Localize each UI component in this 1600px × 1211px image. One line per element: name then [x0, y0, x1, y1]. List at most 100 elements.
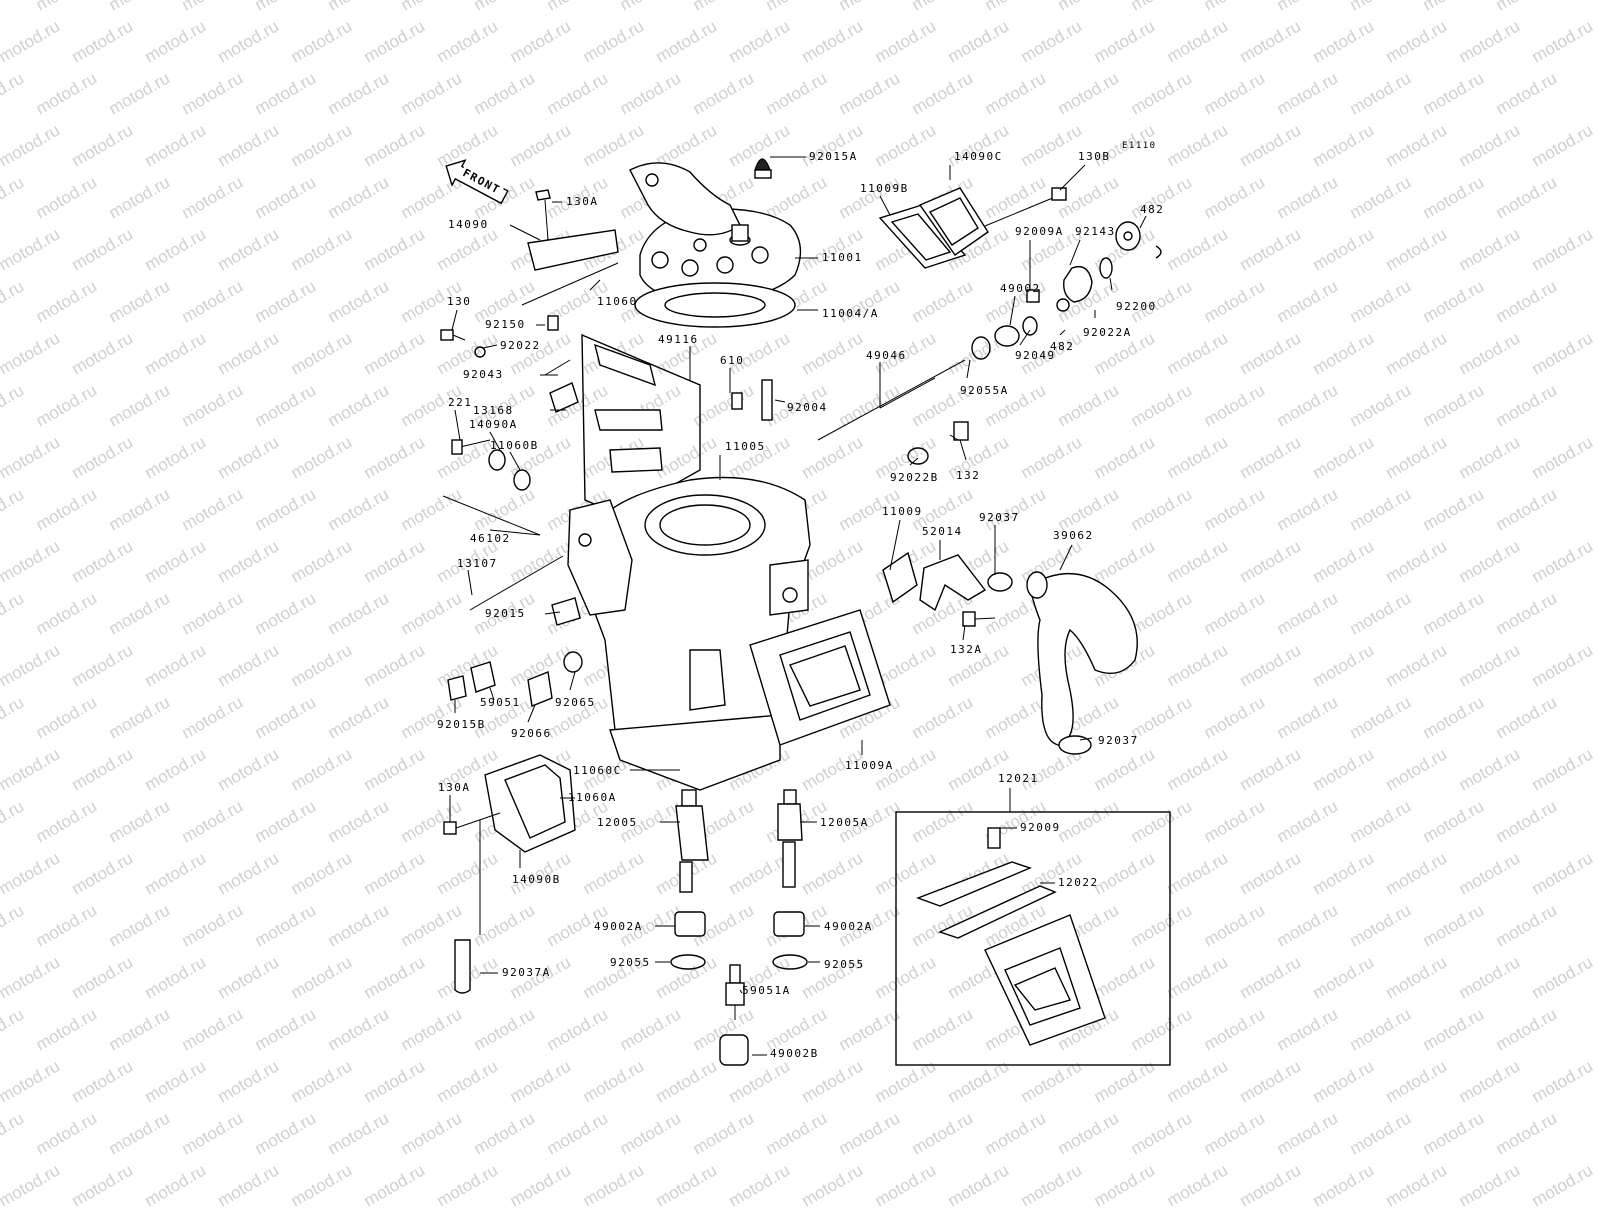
part-number-label: 14090B: [512, 873, 561, 886]
part-number-label: 92037: [979, 511, 1020, 524]
part-number-label: 92022A: [1083, 326, 1132, 339]
left-bolts: [440, 315, 579, 491]
part-number-label: 49002B: [770, 1047, 819, 1060]
part-number-label: 482: [1050, 340, 1075, 353]
part-number-label: 92015A: [809, 150, 858, 163]
reed-valve-box: [895, 811, 1171, 1066]
part-number-label: 221: [448, 396, 473, 409]
leader-line: [569, 671, 576, 691]
part-number-label: 130: [447, 295, 472, 308]
leader-line: [959, 439, 967, 461]
part-number-label: 14090: [448, 218, 489, 231]
leader-line: [509, 224, 541, 241]
part-number-label: 14090A: [469, 418, 518, 431]
part-number-label: 12021: [998, 772, 1039, 785]
part-number-label: 11005: [725, 440, 766, 453]
valve-parts: [971, 221, 1162, 360]
part-number-label: 49002A: [594, 920, 643, 933]
part-number-label: 49116: [658, 333, 699, 346]
leader-line: [489, 431, 501, 451]
part-number-label: 59051A: [742, 984, 791, 997]
part-number-label: 92004: [787, 401, 828, 414]
part-number-label: 11060: [597, 295, 638, 308]
part-number-label: 92143: [1075, 225, 1116, 238]
part-number-label: 46102: [470, 532, 511, 545]
part-number-label: 92037: [1098, 734, 1139, 747]
part-number-label: 130B: [1078, 150, 1111, 163]
leader-line: [451, 309, 458, 331]
part-number-label: 92022: [500, 339, 541, 352]
part-number-label: 482: [1140, 203, 1165, 216]
part-number-label: 12005A: [820, 816, 869, 829]
part-number-label: 92200: [1116, 300, 1157, 313]
valve-cover: [521, 189, 619, 306]
part-number-label: 52014: [922, 525, 963, 538]
intake-gasket: [749, 609, 891, 746]
part-number-label: 130A: [438, 781, 471, 794]
part-number-label: 11009A: [845, 759, 894, 772]
leader-line: [909, 457, 919, 466]
part-number-label: 49002A: [824, 920, 873, 933]
part-number-label: 92015: [485, 607, 526, 620]
part-number-label: 49002: [1000, 282, 1041, 295]
leader-line: [489, 529, 541, 536]
leader-line: [544, 611, 561, 615]
part-number-label: 92043: [463, 368, 504, 381]
part-number-label: 11009: [882, 505, 923, 518]
leader-line: [454, 409, 461, 441]
part-number-label: 92055: [824, 958, 865, 971]
cylinder-small-parts: [447, 379, 969, 707]
part-number-label: 39062: [1053, 529, 1094, 542]
part-number-label: 12022: [1058, 876, 1099, 889]
part-number-label: 49046: [866, 349, 907, 362]
part-number-label: 11004/A: [822, 307, 879, 320]
leader-line: [1059, 544, 1073, 571]
part-number-label: 13107: [457, 557, 498, 570]
leader-line: [774, 399, 786, 403]
part-number-label: 11009B: [860, 182, 909, 195]
leader-line: [489, 687, 495, 701]
part-number-label: 610: [720, 354, 745, 367]
part-number-label: 92009A: [1015, 225, 1064, 238]
part-number-label: 59051: [480, 696, 521, 709]
rack-and-rod: [442, 495, 564, 611]
long-bolt: [984, 187, 1067, 227]
leader-line: [1059, 329, 1066, 336]
part-number-label: 130A: [566, 195, 599, 208]
water-outlet: [882, 551, 1138, 755]
head-gasket: [634, 282, 796, 328]
leader-lines: [449, 156, 1147, 1056]
leader-line: [739, 989, 743, 994]
part-number-label: 11060C: [573, 764, 622, 777]
bottom-cover: [443, 754, 576, 994]
leader-line: [1009, 295, 1016, 326]
leader-line: [1109, 277, 1113, 291]
leader-line: [1059, 164, 1086, 191]
leader-line: [889, 519, 901, 571]
part-number-label: 132A: [950, 643, 983, 656]
leader-line: [482, 344, 498, 349]
leader-line: [589, 279, 601, 291]
cylinder-head: [629, 162, 802, 303]
cap-nut: [754, 158, 772, 179]
part-number-label: 132: [956, 469, 981, 482]
part-number-label: 92037A: [502, 966, 551, 979]
part-number-label: 92065: [555, 696, 596, 709]
part-number-label: 92055: [610, 956, 651, 969]
part-number-label: 12005: [597, 816, 638, 829]
part-number-label: 92022B: [890, 471, 939, 484]
leader-line: [1079, 737, 1093, 741]
part-number-label: 92015B: [437, 718, 486, 731]
part-number-label: 11001: [822, 251, 863, 264]
fittings: [670, 789, 808, 1066]
leader-line: [1019, 329, 1031, 346]
exhaust-cover: [918, 187, 989, 256]
leader-line: [509, 451, 521, 471]
leader-line: [962, 624, 966, 641]
part-number-label: 92066: [511, 727, 552, 740]
leader-line: [467, 569, 473, 596]
part-number-label: 92049: [1015, 349, 1056, 362]
part-number-label: 92009: [1020, 821, 1061, 834]
part-number-label: 11060A: [568, 791, 617, 804]
